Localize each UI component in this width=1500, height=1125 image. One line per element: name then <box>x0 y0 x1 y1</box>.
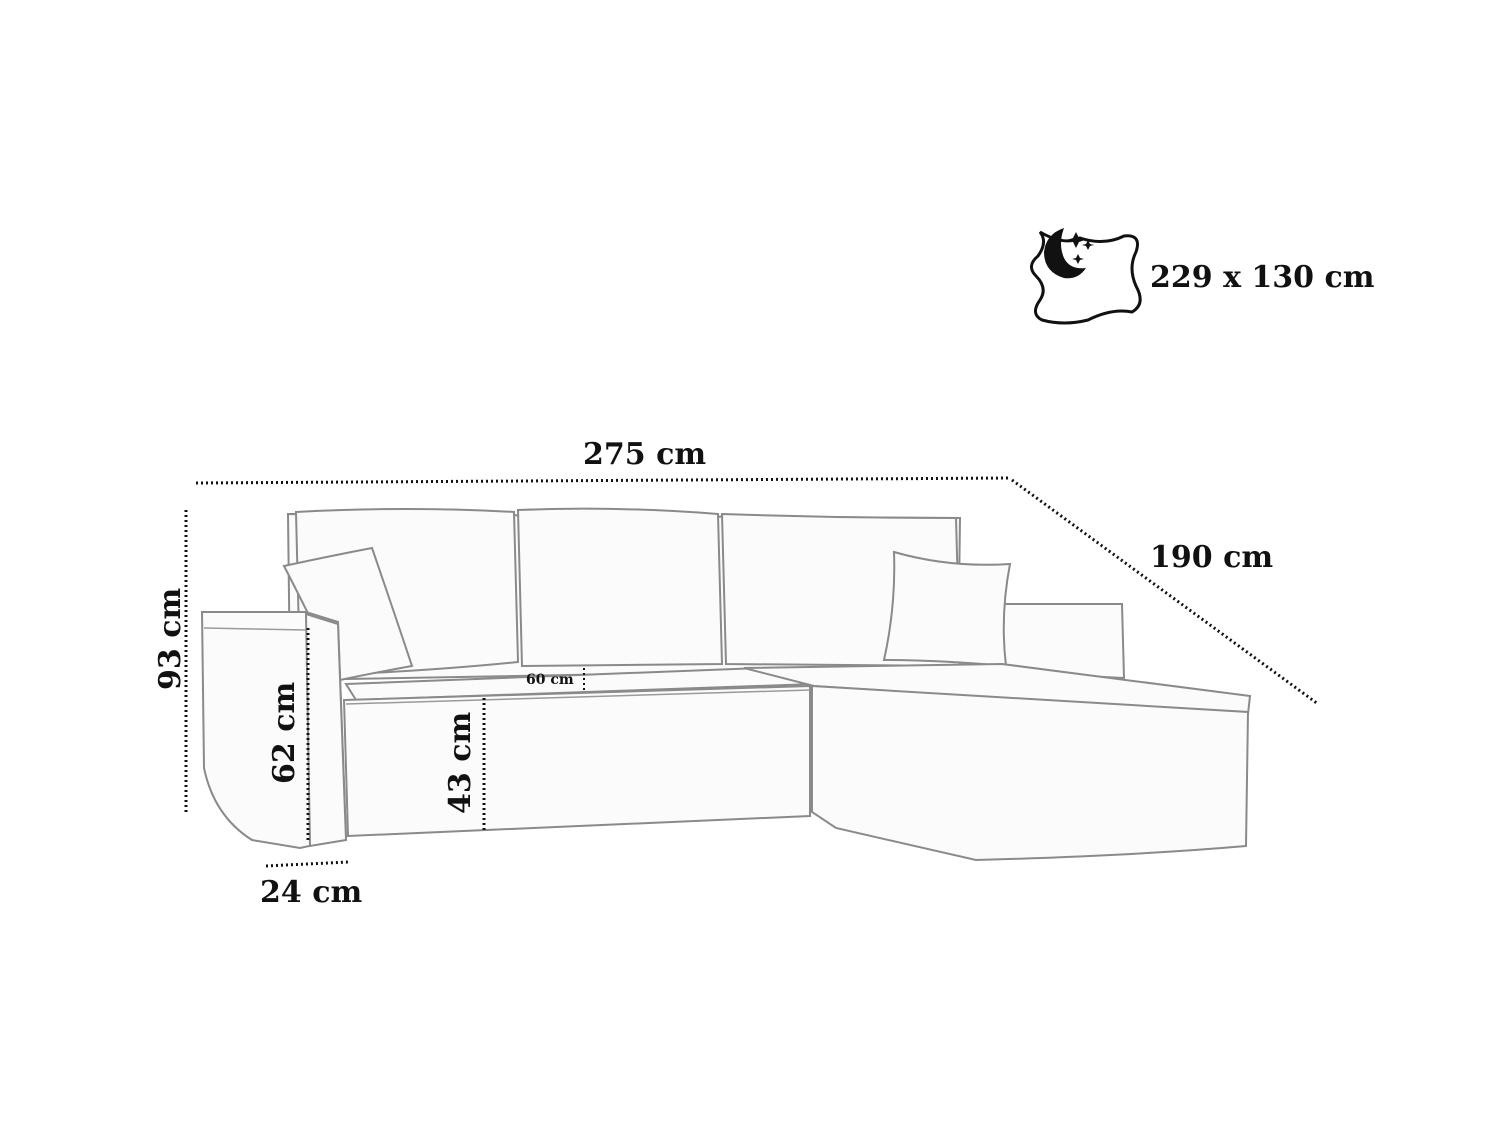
seat-height-label: 43 cm <box>443 712 478 814</box>
seat-depth-label: 60 cm <box>526 672 574 688</box>
chaise-top <box>743 662 1252 716</box>
sleeping-area-label: 229 x 130 cm <box>1150 260 1375 295</box>
throw-pillow-right <box>882 550 1012 668</box>
armrest-width-dimension-line <box>265 860 349 868</box>
back-cushion-middle <box>516 507 724 668</box>
depth-dimension-line <box>1011 478 1319 706</box>
seat-front <box>342 684 811 838</box>
corner-sofa-illustration <box>200 507 1252 862</box>
chaise-front <box>811 684 1250 862</box>
width-dimension-line <box>195 476 1011 485</box>
height-label: 93 cm <box>153 588 188 690</box>
depth-label: 190 cm <box>1150 540 1273 575</box>
width-label: 275 cm <box>583 437 706 472</box>
armrest-height-label: 62 cm <box>267 682 302 784</box>
armrest-width-label: 24 cm <box>260 875 362 910</box>
sleep-pillow-moon-icon <box>1030 228 1142 325</box>
